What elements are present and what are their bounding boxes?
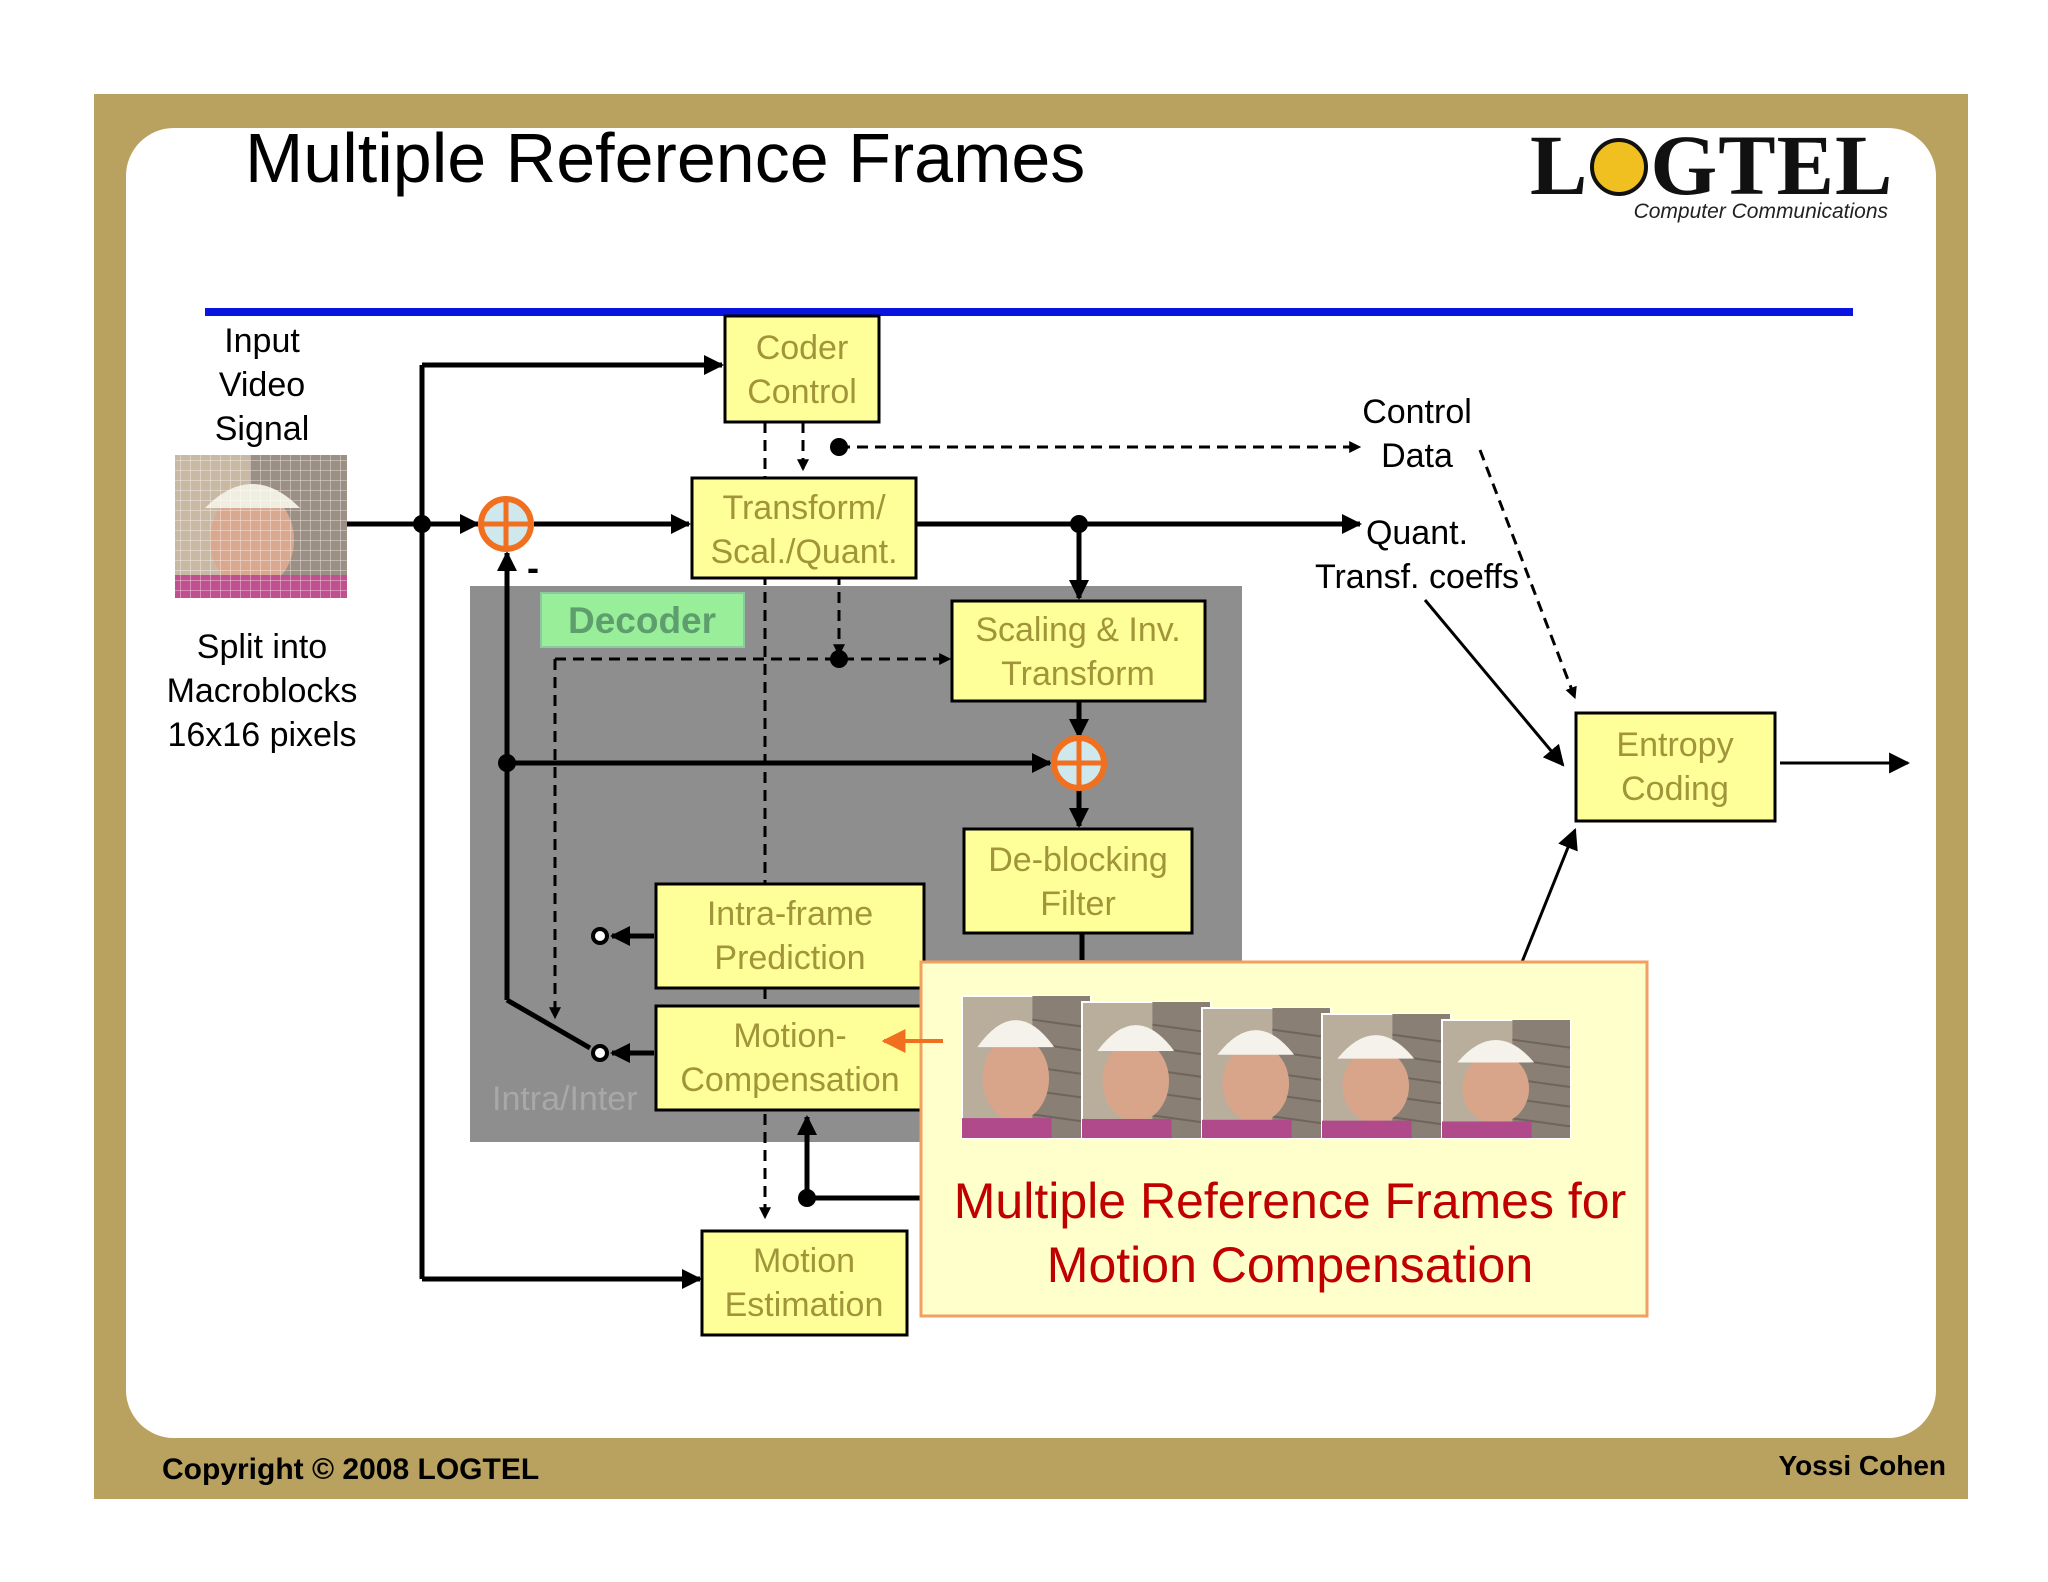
decoder-label: Decoder <box>568 600 716 641</box>
copyright-text: Copyright © 2008 LOGTEL <box>162 1453 540 1486</box>
coder-control-line2: Control <box>747 373 857 411</box>
intra-inter-label: Intra/Inter <box>492 1080 638 1118</box>
motion-compensation-block <box>654 1004 926 1112</box>
transform-block <box>690 476 918 580</box>
slide-title: Multiple Reference Frames <box>245 119 1086 197</box>
reference-frame-thumbnail <box>1201 1007 1331 1139</box>
intra-pred-line2: Prediction <box>714 939 865 977</box>
deblocking-line2: Filter <box>1040 885 1116 923</box>
motion-est-line2: Estimation <box>725 1286 884 1324</box>
input-label-line3: Signal <box>215 410 310 448</box>
summer-input-icon <box>478 496 534 552</box>
split-label-line2: Macroblocks <box>167 672 358 710</box>
coder-control-line1: Coder <box>756 329 849 367</box>
reference-frame-thumbnail <box>1441 1019 1571 1139</box>
title-rule <box>205 308 1853 316</box>
callout-line2: Motion Compensation <box>1047 1237 1533 1293</box>
minus-sign: - <box>527 547 539 588</box>
input-video-thumbnail <box>175 455 347 598</box>
control-data-line1: Control <box>1362 393 1472 431</box>
reference-frame-thumbnail <box>961 995 1091 1139</box>
split-label-line1: Split into <box>197 628 327 666</box>
author-text: Yossi Cohen <box>1778 1450 1946 1481</box>
intra-pred-line1: Intra-frame <box>707 895 873 933</box>
summer-recon-icon <box>1051 735 1107 791</box>
motion-comp-line1: Motion- <box>733 1017 846 1055</box>
motion-est-line1: Motion <box>753 1242 855 1280</box>
reference-frame-thumbnail <box>1081 1001 1211 1139</box>
entropy-line1: Entropy <box>1616 726 1733 764</box>
split-label-line3: 16x16 pixels <box>167 716 356 754</box>
coder-control-block <box>723 314 881 424</box>
reference-frame-thumbnail <box>1321 1013 1451 1139</box>
deblocking-line1: De-blocking <box>988 841 1168 879</box>
quant-label-line2: Transf. coeffs <box>1315 558 1519 596</box>
scaling-line2: Transform <box>1001 655 1155 693</box>
logo-subtitle: Computer Communications <box>1633 200 1888 223</box>
scaling-line1: Scaling & Inv. <box>975 611 1180 649</box>
input-label-line2: Video <box>219 366 305 404</box>
entropy-coding-block <box>1574 711 1777 823</box>
transform-line2: Scal./Quant. <box>710 533 897 571</box>
quant-label-line1: Quant. <box>1366 514 1468 552</box>
deblocking-filter-block <box>962 827 1194 935</box>
motion-estimation-block <box>700 1229 909 1337</box>
input-label-line1: Input <box>224 322 300 360</box>
reference-frame-strip <box>961 995 1571 1139</box>
decoder-label-box <box>540 592 745 648</box>
intra-frame-prediction-block <box>654 882 926 990</box>
motion-comp-line2: Compensation <box>680 1061 899 1099</box>
callout-line1: Multiple Reference Frames for <box>954 1173 1626 1229</box>
scaling-inv-transform-block <box>950 599 1207 703</box>
entropy-line2: Coding <box>1621 770 1729 808</box>
reference-frames-callout: Multiple Reference Frames for Motion Com… <box>881 960 1649 1318</box>
control-data-line2: Data <box>1381 437 1453 475</box>
transform-line1: Transform/ <box>722 489 886 527</box>
